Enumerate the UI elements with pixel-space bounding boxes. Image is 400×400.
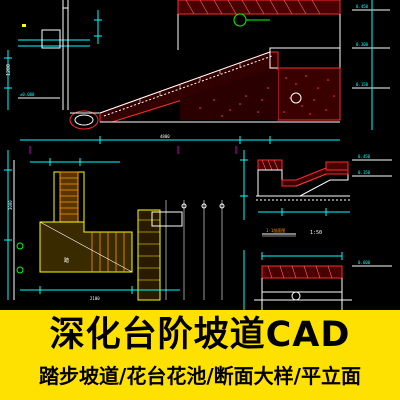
svg-text:3000: 3000 — [8, 200, 13, 210]
wall-section-detail: 1200 ±0.000 — [4, 0, 102, 110]
svg-text:0.150: 0.150 — [356, 82, 369, 87]
stair-plan: 3000 — [4, 150, 225, 301]
banner-title: 深化台阶坡道CAD — [49, 315, 351, 355]
svg-text:±0.000: ±0.000 — [20, 92, 35, 97]
svg-text:2100: 2100 — [90, 296, 100, 301]
planter-section: 0.450 0.150 1-1剖面图 1:50 — [240, 150, 392, 237]
svg-text:0.150: 0.150 — [358, 170, 371, 175]
svg-text:0.300: 0.300 — [356, 42, 369, 47]
svg-text:4800: 4800 — [160, 134, 170, 139]
scale-label: 1:50 — [310, 230, 322, 236]
ramp-section: 4800 0.450 0.300 0.150 — [20, 0, 390, 144]
planter-elevation: 0.600 — [243, 250, 392, 310]
svg-text:1200: 1200 — [6, 64, 12, 76]
cad-drawing: 1200 ±0.000 — [4, 0, 392, 310]
svg-text:0.600: 0.600 — [358, 260, 371, 265]
title-banner — [0, 310, 400, 400]
banner-subtitle: 踏步坡道/花台花池/断面大样/平立面 — [39, 364, 361, 388]
svg-text:0.450: 0.450 — [356, 4, 369, 9]
annotation-marks — [29, 146, 237, 154]
svg-text:踏: 踏 — [64, 257, 69, 264]
svg-text:1-1剖面图: 1-1剖面图 — [266, 227, 285, 233]
svg-text:0.450: 0.450 — [358, 154, 371, 159]
